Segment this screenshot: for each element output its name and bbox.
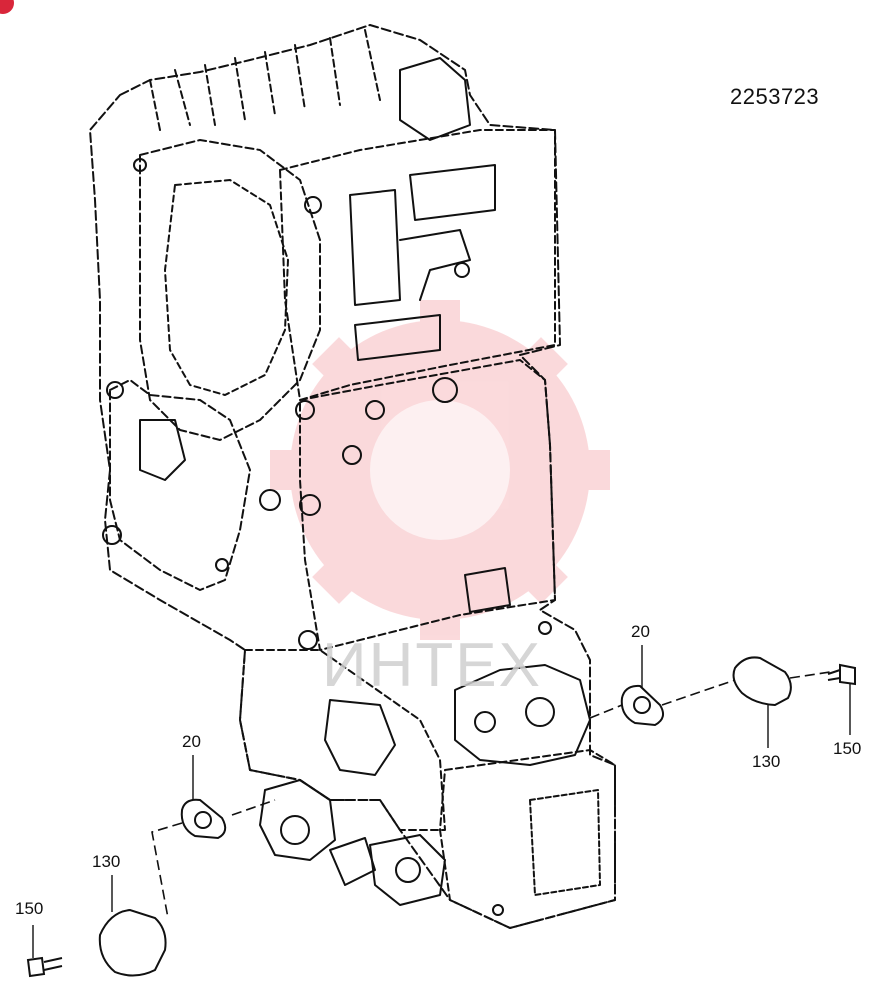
middle-section bbox=[299, 359, 556, 651]
left-cover-130 bbox=[98, 908, 167, 977]
right-gasket-20 bbox=[620, 684, 665, 727]
valve-slot-1 bbox=[409, 164, 496, 221]
rear-cover-plate bbox=[529, 789, 601, 896]
valve-channel bbox=[399, 229, 471, 301]
bell-housing-flange bbox=[139, 139, 321, 441]
lower-center-housing bbox=[239, 649, 446, 831]
valve-block bbox=[279, 129, 556, 401]
top-ribs bbox=[149, 29, 381, 131]
right-cover-130 bbox=[732, 656, 792, 707]
right-port-flange bbox=[454, 664, 591, 766]
lower-bore bbox=[324, 699, 396, 776]
left-bolt-150 bbox=[26, 956, 63, 978]
callout-20-left: 20 bbox=[182, 732, 201, 751]
lower-flange bbox=[369, 834, 446, 906]
callout-150-right: 150 bbox=[833, 739, 862, 758]
mounting-flange-left bbox=[109, 379, 251, 591]
callout-130-right: 130 bbox=[752, 752, 781, 771]
valve-block-inner bbox=[349, 189, 401, 306]
valve-slot-2 bbox=[354, 314, 441, 361]
watermark-gear-hole bbox=[370, 400, 510, 540]
right-bolt-150 bbox=[827, 663, 856, 686]
lower-fitting bbox=[329, 837, 376, 886]
assembly-lines bbox=[151, 671, 831, 919]
middle-pad bbox=[464, 567, 511, 613]
callout-leaders bbox=[32, 645, 851, 958]
lower-port-boss bbox=[259, 779, 336, 861]
flange-port bbox=[139, 419, 186, 481]
rear-cover bbox=[439, 749, 616, 929]
callout-130-left: 130 bbox=[92, 852, 121, 871]
callout-20-right: 20 bbox=[631, 622, 650, 641]
watermark-text: ИНТЕХ bbox=[322, 631, 542, 700]
bell-housing-bore bbox=[164, 179, 289, 396]
callout-150-left: 150 bbox=[15, 899, 44, 918]
left-gasket-20 bbox=[180, 798, 227, 840]
drawing-number: 2253723 bbox=[730, 84, 820, 109]
top-boss bbox=[399, 57, 471, 141]
corner-badge-icon bbox=[0, 0, 14, 14]
bolt-holes bbox=[102, 158, 555, 916]
housing-outline bbox=[89, 24, 616, 929]
